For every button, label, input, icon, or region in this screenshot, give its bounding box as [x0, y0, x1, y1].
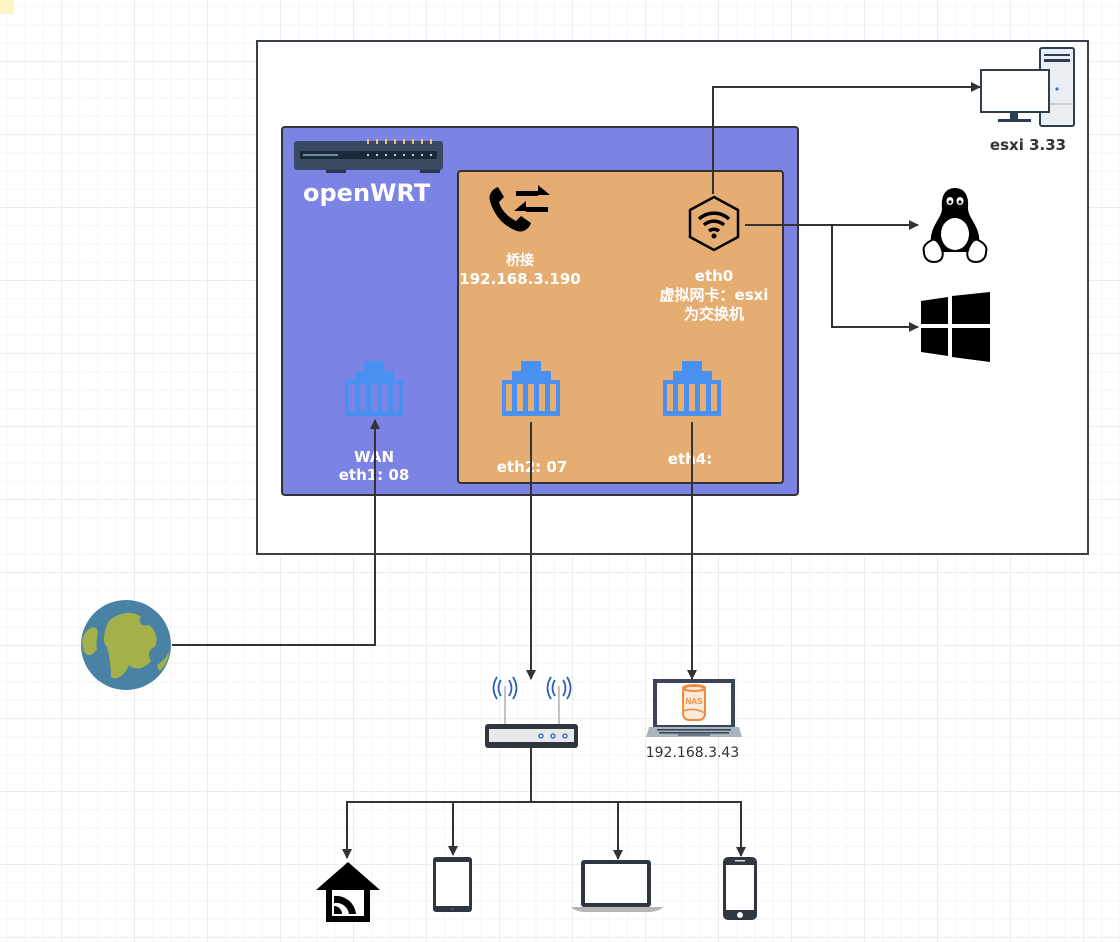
edge-eth0-esxi[interactable]	[712, 82, 981, 194]
wireless-router-icon[interactable]	[484, 676, 580, 750]
eth0-desc-label: 虚拟网卡：esxi	[659, 286, 769, 304]
bridge-label: 桥接	[506, 253, 534, 269]
openwrt-title: openWRT	[303, 179, 431, 207]
nas-ip-label: 192.168.3.43	[645, 745, 740, 761]
linux-tux-icon[interactable]	[920, 186, 990, 266]
nas-laptop-icon[interactable]: NAS	[645, 677, 743, 741]
eth4-ethernet-port-icon[interactable]	[663, 361, 723, 417]
bridge-ip-label: 192.168.3.190	[459, 270, 581, 288]
wan-label: WAN	[353, 448, 395, 466]
edge-router-phone[interactable]	[618, 801, 746, 857]
wan-ethernet-port-icon[interactable]	[345, 361, 405, 417]
smartphone-icon[interactable]	[722, 856, 758, 922]
sticky-note-marker	[0, 0, 14, 14]
tablet-icon[interactable]	[432, 856, 474, 914]
eth0-label: eth0	[694, 267, 734, 285]
edge-router-smarthome[interactable]	[342, 801, 531, 859]
eth2-ethernet-port-icon[interactable]	[502, 361, 562, 417]
desktop-tower-icon[interactable]	[978, 46, 1078, 130]
wifi-hexagon-icon[interactable]	[684, 194, 744, 254]
laptop-icon[interactable]	[570, 857, 664, 913]
globe-icon[interactable]	[79, 599, 173, 691]
phone-transfer-icon[interactable]	[486, 181, 554, 243]
nas-screen-text: NAS	[686, 697, 704, 706]
edge-router-laptop[interactable]	[531, 801, 623, 860]
edge-internet-wan[interactable]	[172, 419, 380, 646]
smart-home-icon[interactable]	[313, 860, 383, 924]
edge-eth0-windows[interactable]	[831, 225, 919, 332]
lan-bridge-container[interactable]	[457, 170, 784, 484]
router-hardware-icon[interactable]	[293, 138, 445, 174]
eth0-switch-label: 为交换机	[683, 305, 744, 323]
eth4-label: eth4:	[667, 450, 713, 468]
windows-logo-icon[interactable]	[920, 292, 992, 362]
esxi-label: esxi 3.33	[989, 136, 1067, 154]
